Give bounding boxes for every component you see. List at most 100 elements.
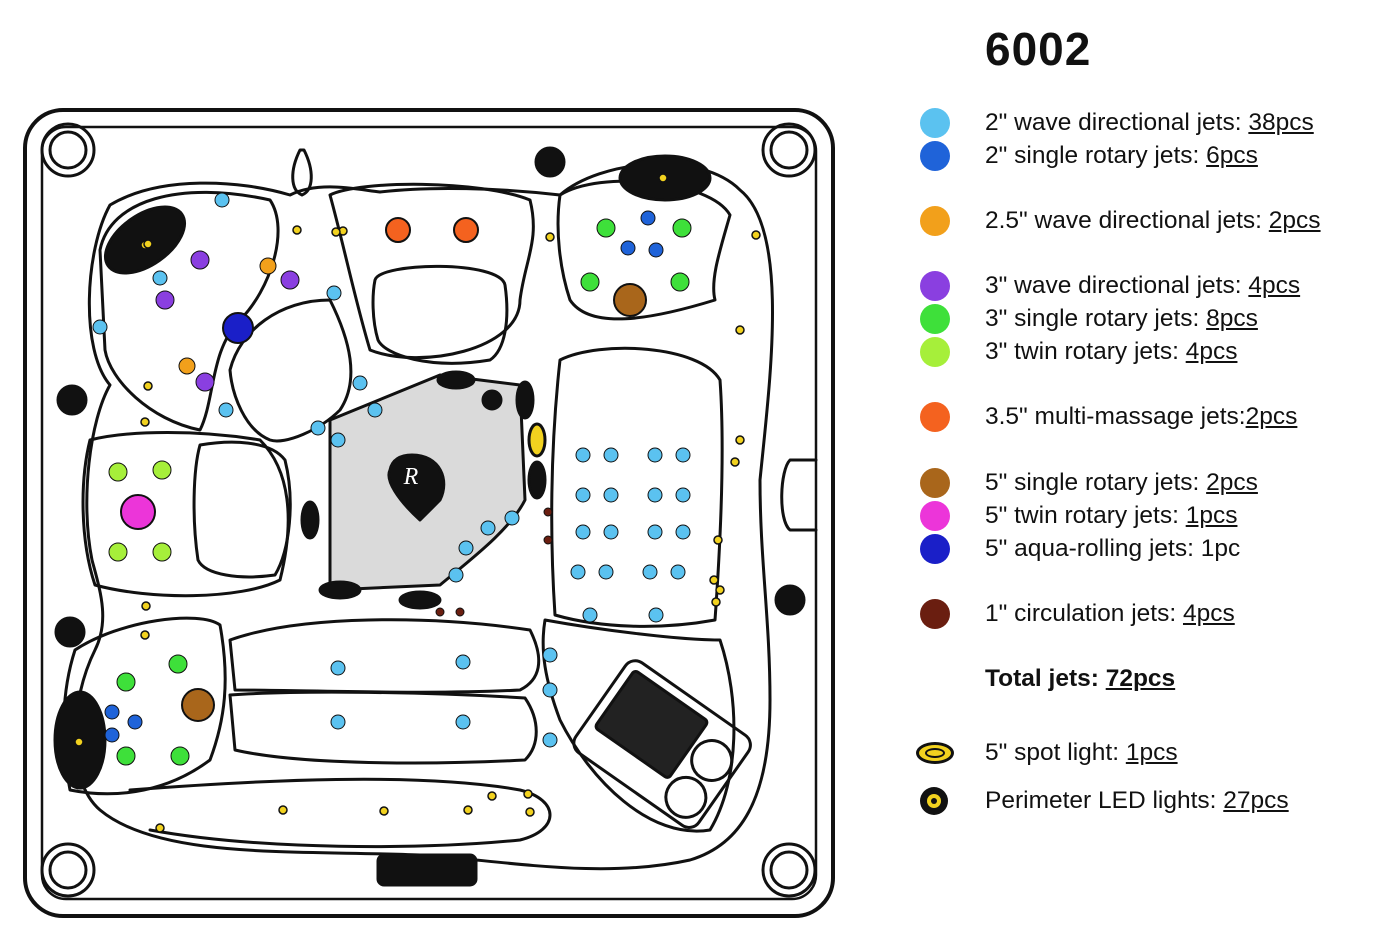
rotary-jet-2in	[648, 242, 664, 258]
perimeter-led	[379, 806, 389, 816]
corner-badge-tl	[40, 122, 96, 178]
rotary-jet-3in	[672, 218, 692, 238]
wave-jet-2in	[326, 285, 342, 301]
perimeter-led	[658, 173, 668, 183]
wave-jet-2in	[367, 402, 383, 418]
legend-row-rotary2: 2" single rotary jets: 6pcs	[920, 141, 1258, 171]
wave-jet-2in	[330, 432, 346, 448]
perimeter-led	[545, 232, 555, 242]
perimeter-led	[155, 823, 165, 833]
rotary-jet-2in	[127, 714, 143, 730]
spot-light-icon	[916, 742, 954, 764]
perimeter-led	[140, 630, 150, 640]
purple-dot-icon	[920, 271, 950, 301]
perimeter-led	[331, 227, 341, 237]
legend-row-led-lights: Perimeter LED lights: 27pcs	[920, 786, 1289, 816]
tub-inner-rim	[40, 125, 818, 901]
aqua-rolling-jet-5in	[222, 312, 254, 344]
perimeter-led	[487, 791, 497, 801]
diverter-1	[436, 370, 476, 390]
perimeter-led	[463, 805, 473, 815]
rotary-jet-2in	[104, 727, 120, 743]
rotary-jet-3in	[670, 272, 690, 292]
seat-inner-top	[371, 264, 509, 365]
led-light-icon	[920, 787, 948, 815]
legend-row-spot-light: 5" spot light: 1pcs	[916, 738, 1178, 768]
rotary-jet-3in	[168, 654, 188, 674]
orange-dot-icon	[920, 206, 950, 236]
wave-jet-2in	[675, 447, 691, 463]
wave-jet-2in	[542, 647, 558, 663]
wave-jet-2in	[675, 487, 691, 503]
drain	[481, 389, 503, 411]
air-valve-top	[534, 146, 566, 178]
wave-jet-2in	[598, 564, 614, 580]
filter-box	[572, 659, 752, 829]
wave-jet-3in	[190, 250, 210, 270]
magenta-dot-icon	[920, 501, 950, 531]
wave-jet-2in	[603, 447, 619, 463]
wave-jet-2in	[542, 732, 558, 748]
wave-jet-3in	[195, 372, 215, 392]
control-panel-bottom	[376, 853, 478, 887]
diverter-2	[318, 580, 362, 600]
perimeter-led	[278, 805, 288, 815]
headrest-top-left	[103, 205, 187, 275]
blue-dot-icon	[920, 141, 950, 171]
total-qty: 72pcs	[1105, 665, 1176, 692]
dark-brown-dot-icon	[920, 599, 950, 629]
rotary-jet-3in	[170, 746, 190, 766]
rotary-jet-5in	[613, 283, 647, 317]
seat-left-rest	[192, 440, 292, 579]
legend-row-twin5: 5" twin rotary jets: 1pcs	[920, 501, 1237, 531]
legend-row-single3: 3" single rotary jets: 8pcs	[920, 304, 1258, 334]
spot-light	[527, 422, 547, 458]
brown-dot-icon	[920, 468, 950, 498]
wave-jet-2in	[504, 510, 520, 526]
circulation-jet-1in	[435, 607, 445, 617]
red-orange-dot-icon	[920, 402, 950, 432]
legend-row-wave2: 2" wave directional jets: 38pcs	[920, 108, 1314, 138]
wave-jet-3in	[155, 290, 175, 310]
wave-jet-2in	[575, 487, 591, 503]
wave-jet-2in	[603, 487, 619, 503]
wave-jet-2in	[575, 447, 591, 463]
drop-fixture-top	[291, 148, 313, 197]
perimeter-led	[751, 230, 761, 240]
wave-jet-2in	[448, 567, 464, 583]
wave-jet-2in	[458, 540, 474, 556]
bottom-footwell-contour	[128, 777, 552, 849]
seat-left-middle	[81, 431, 290, 598]
multi-massage-jet-3-5in	[385, 217, 411, 243]
diverter-4	[515, 380, 535, 420]
wave-jet-2-5in	[259, 257, 277, 275]
legend-row-circ1: 1" circulation jets: 4pcs	[920, 599, 1235, 629]
perimeter-led	[735, 435, 745, 445]
wave-jet-2in	[455, 714, 471, 730]
perimeter-led	[711, 597, 721, 607]
wave-jet-2in	[214, 192, 230, 208]
wave-jet-2in	[218, 402, 234, 418]
air-valve-right	[774, 584, 806, 616]
yellow-green-dot-icon	[920, 337, 950, 367]
footwell-logo-drop	[387, 453, 446, 522]
perimeter-led	[709, 575, 719, 585]
twin-rotary-jet-3in	[108, 542, 128, 562]
diverter-3	[398, 590, 442, 610]
wave-jet-3in	[280, 270, 300, 290]
wave-jet-2in	[310, 420, 326, 436]
wave-jet-2in	[575, 524, 591, 540]
rotary-jet-3in	[116, 672, 136, 692]
legend-row-multi35: 3.5" multi-massage jets:2pcs	[920, 402, 1297, 432]
legend-row-aqua5: 5" aqua-rolling jets: 1pc	[920, 534, 1240, 564]
wave-jet-2in	[647, 487, 663, 503]
perimeter-led	[143, 381, 153, 391]
twin-rotary-jet-3in	[152, 460, 172, 480]
green-dot-icon	[920, 304, 950, 334]
corner-badge-bl	[40, 842, 96, 898]
wave-jet-2-5in	[178, 357, 196, 375]
corner-badge-br	[761, 842, 817, 898]
light-blue-dot-icon	[920, 108, 950, 138]
lounger-body	[550, 346, 724, 628]
wave-jet-2in	[330, 714, 346, 730]
